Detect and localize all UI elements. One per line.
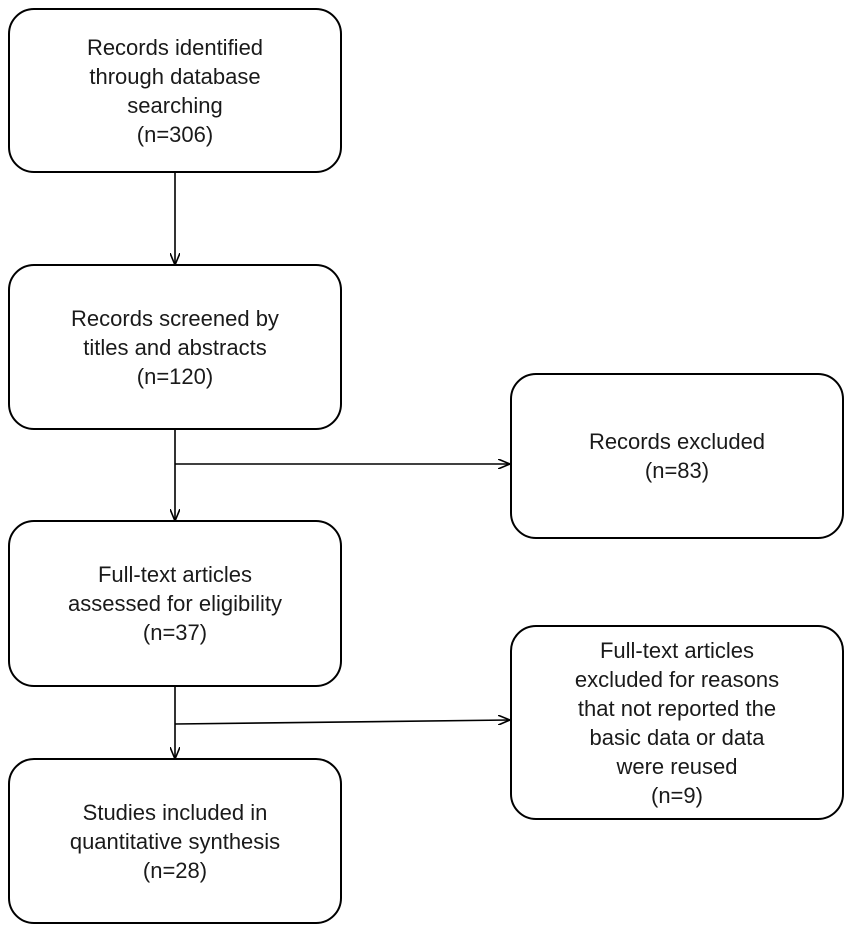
- box-text-line: Records identified: [86, 34, 264, 60]
- box-text-line: Full-text articles: [97, 562, 253, 587]
- box-text-line: basic data or data: [589, 724, 765, 750]
- box-count: (n=28): [142, 857, 208, 883]
- box-count: (n=9): [651, 782, 703, 808]
- full-text-assessed-box: Full-text articles assessed for eligibil…: [8, 520, 342, 687]
- box-text-line: Records excluded: [588, 429, 766, 454]
- box-text-line: searching: [127, 92, 223, 118]
- box-count: (n=37): [142, 620, 208, 645]
- full-text-excluded-box: Full-text articles excluded for reasons …: [510, 625, 844, 820]
- box-text-line: Studies included in: [82, 799, 268, 825]
- records-excluded-box: Records excluded (n=83): [510, 373, 844, 539]
- box-text-line: Full-text articles: [599, 637, 755, 663]
- box-text-line: quantitative synthesis: [69, 828, 281, 854]
- box-text-line: Records screened by: [71, 305, 279, 331]
- box-text-line: that not reported the: [577, 695, 777, 721]
- box-text-line: assessed for eligibility: [68, 591, 282, 616]
- box-text-line: titles and abstracts: [83, 334, 267, 360]
- records-screened-box: Records screened by titles and abstracts…: [8, 264, 342, 430]
- box-text-line: through database: [89, 63, 261, 89]
- box-count: (n=83): [644, 458, 710, 483]
- box-count: (n=120): [136, 363, 214, 389]
- box-text-line: excluded for reasons: [574, 666, 780, 692]
- studies-included-box: Studies included in quantitative synthes…: [8, 758, 342, 924]
- box-count: (n=306): [136, 121, 214, 147]
- arrow-to-fulltext-excluded: [174, 720, 509, 724]
- records-identified-box: Records identified through database sear…: [8, 8, 342, 173]
- box-text-line: were reused: [616, 753, 738, 779]
